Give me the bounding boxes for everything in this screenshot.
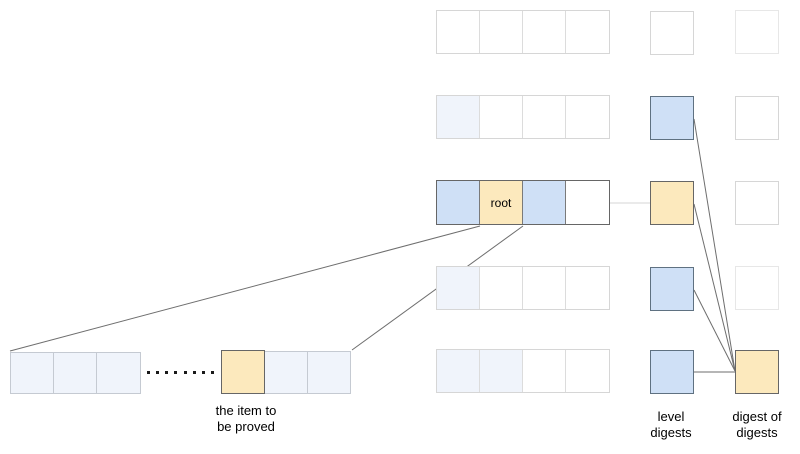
- level-digest-square-4: [650, 267, 694, 311]
- connector-leveldigest2-to-digestofdigests: [693, 118, 736, 372]
- tree-row-2: [436, 95, 610, 139]
- level-digest-square-1: [650, 11, 694, 55]
- tree-row-5-cell-3: [523, 350, 566, 392]
- connector-leveldigest3-to-digestofdigests: [693, 203, 736, 372]
- tree-row-2-cell-4: [566, 96, 609, 138]
- tree-row-1-cell-3: [523, 11, 566, 53]
- ellipsis-dot: [183, 370, 187, 374]
- digest-of-digests-square-1: [735, 10, 779, 54]
- root-cell: root: [480, 181, 523, 224]
- tree-row-3: root: [436, 180, 610, 225]
- digest-of-digests-square-5: [735, 350, 779, 394]
- item-label-line2: be proved: [217, 419, 275, 434]
- ellipsis-dot: [147, 370, 150, 374]
- level-digest-square-2: [650, 96, 694, 140]
- tree-row-5: [436, 349, 610, 393]
- item-to-be-proved-label: the item to be proved: [190, 403, 302, 435]
- digest-of-digests-label-line2: digests: [736, 425, 778, 440]
- item-row-left-cell-3: [97, 353, 140, 393]
- level-digest-square-3: [650, 181, 694, 225]
- tree-row-5-cell-4: [566, 350, 609, 392]
- tree-row-1: [436, 10, 610, 54]
- connector-root-to-item-left: [9, 225, 481, 352]
- tree-row-5-cell-1: [437, 350, 480, 392]
- item-row-left-cell-1: [11, 353, 54, 393]
- digest-of-digests-label-line1: digest of: [732, 409, 782, 424]
- tree-row-4: [436, 266, 610, 310]
- ellipsis-dots: [147, 370, 214, 374]
- tree-row-2-cell-2: [480, 96, 523, 138]
- item-label-line1: the item to: [215, 403, 277, 418]
- item-row-left-segment: [10, 352, 141, 394]
- digest-of-digests-square-4: [735, 266, 779, 310]
- ellipsis-dot: [156, 370, 160, 374]
- ellipsis-dot: [165, 370, 169, 374]
- ellipsis-dot: [174, 370, 178, 374]
- item-to-be-proved-cell: [221, 350, 265, 394]
- tree-row-3-cell-4: [566, 181, 609, 224]
- item-row-right-cell-2: [264, 351, 308, 394]
- level-digests-label-line1: level: [657, 409, 685, 424]
- tree-row-4-cell-2: [480, 267, 523, 309]
- ellipsis-dot: [210, 370, 214, 374]
- digest-of-digests-square-3: [735, 181, 779, 225]
- ellipsis-dot: [201, 370, 205, 374]
- tree-row-1-cell-2: [480, 11, 523, 53]
- level-digest-square-5: [650, 350, 694, 394]
- item-row-left-cell-2: [54, 353, 97, 393]
- tree-row-2-cell-1: [437, 96, 480, 138]
- digest-of-digests-square-2: [735, 96, 779, 140]
- connector-leveldigest4-to-digestofdigests: [693, 289, 736, 372]
- tree-row-4-cell-1: [437, 267, 480, 309]
- digest-of-digests-label: digest of digests: [715, 409, 799, 441]
- tree-row-3-cell-1: [437, 181, 480, 224]
- tree-row-3-cell-3: [523, 181, 566, 224]
- tree-row-1-cell-4: [566, 11, 609, 53]
- tree-row-2-cell-3: [523, 96, 566, 138]
- ellipsis-dot: [192, 370, 196, 374]
- tree-row-5-cell-2: [480, 350, 523, 392]
- tree-row-4-cell-4: [566, 267, 609, 309]
- item-row-right-cell-3: [307, 351, 351, 394]
- level-digests-label-line2: digests: [650, 425, 692, 440]
- tree-row-1-cell-1: [437, 11, 480, 53]
- level-digests-label: level digests: [629, 409, 713, 441]
- tree-row-4-cell-3: [523, 267, 566, 309]
